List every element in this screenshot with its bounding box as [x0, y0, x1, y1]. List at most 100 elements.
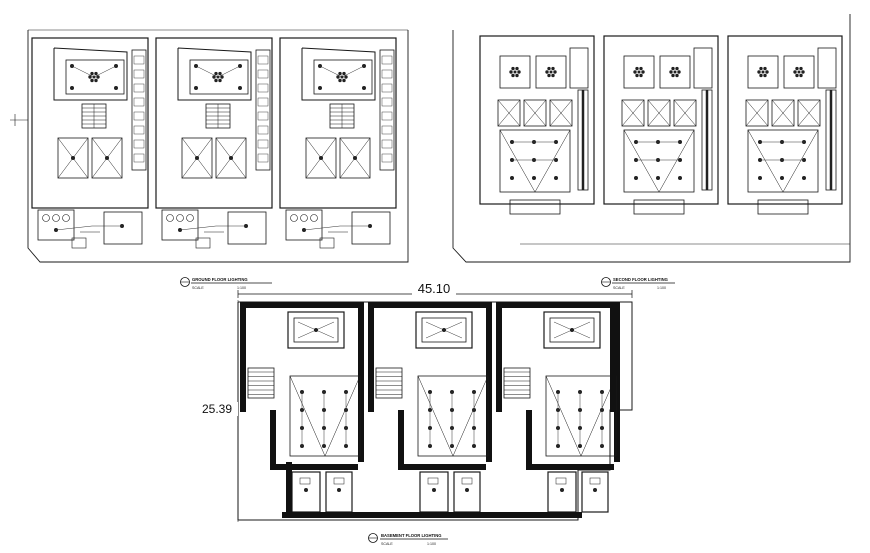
light-fixture-icon: [570, 328, 574, 332]
chandelier-icon: [545, 66, 557, 78]
cross-hatch-room: [797, 99, 821, 127]
wall-segment: [486, 302, 492, 462]
site-boundary: [27, 30, 409, 263]
utility-room: [581, 471, 609, 513]
tile-block: [133, 97, 145, 107]
dressing-room: [569, 47, 589, 89]
wall-segment: [398, 410, 404, 470]
basement-unit: [496, 302, 620, 513]
light-fixture-icon: [71, 156, 75, 160]
wall-segment: [496, 302, 620, 308]
light-fixture-icon: [362, 86, 366, 90]
living-room: [53, 47, 128, 101]
fixture-box: [427, 477, 439, 485]
entrance-steps: [319, 237, 335, 249]
ground-plan-title: GROUND FLOOR LIGHTING: [192, 277, 248, 282]
tile-block: [381, 153, 393, 163]
tile-block: [257, 83, 269, 93]
stair-well: [503, 367, 531, 399]
skylight-inner: [293, 317, 339, 343]
light-fixture-icon: [593, 488, 597, 492]
tile-block: [257, 69, 269, 79]
height-dimension: 25.39: [196, 300, 239, 522]
car-wheel-icon: [290, 214, 298, 222]
tile-block: [257, 153, 269, 163]
light-fixture-icon: [229, 156, 233, 160]
second-plan-scale-label: SCALE: [613, 286, 625, 290]
tile-block: [133, 55, 145, 65]
tile-block: [133, 83, 145, 93]
wall-segment: [286, 462, 292, 518]
skylight-inner: [549, 317, 595, 343]
tile-block: [133, 111, 145, 121]
wall-segment: [614, 302, 620, 462]
light-fixture-icon: [194, 86, 198, 90]
ground-plan-scale-label: SCALE: [192, 286, 204, 290]
second-unit: [479, 35, 595, 215]
balcony: [509, 199, 561, 215]
basement-unit: [240, 302, 364, 513]
entrance-steps: [195, 237, 211, 249]
wiring-line: [319, 65, 365, 78]
light-fixture-icon: [319, 156, 323, 160]
second-plan-title-block: SECOND FLOOR LIGHTING SCALE 1:100: [601, 277, 675, 290]
tile-block: [381, 111, 393, 121]
service-shaft: [379, 49, 395, 171]
wiring-line: [179, 225, 246, 231]
wall-segment: [282, 512, 582, 518]
height-dimension-label: 25.39: [202, 402, 232, 416]
living-room-inner: [313, 59, 373, 95]
chandelier-icon: [793, 66, 805, 78]
wiring-line: [71, 65, 117, 78]
second-plan-title: SECOND FLOOR LIGHTING: [613, 277, 668, 282]
car-wheel-icon: [52, 214, 60, 222]
bedroom-right: [535, 55, 567, 89]
living-room-inner: [189, 59, 249, 95]
bedroom-left: [623, 55, 655, 89]
fixture-box: [333, 477, 345, 485]
cross-hatch-room: [745, 99, 769, 127]
dressing-room: [817, 47, 837, 89]
wall-segment: [240, 302, 246, 412]
width-dimension-label: 45.10: [418, 281, 451, 296]
wall-segment: [610, 302, 616, 412]
tile-block: [381, 97, 393, 107]
tile-block: [381, 83, 393, 93]
light-fixture-icon: [802, 176, 806, 180]
fixture-box: [461, 477, 473, 485]
basement-plan-title-block: BASEMENT FLOOR LIGHTING SCALE 1:100: [368, 533, 448, 546]
light-fixture-icon: [314, 328, 318, 332]
basement-site-line: [237, 301, 633, 521]
service-shaft: [131, 49, 147, 171]
skylight-box: [543, 311, 601, 349]
tile-block: [257, 125, 269, 135]
light-fixture-icon: [195, 156, 199, 160]
ground-unit: [279, 37, 397, 249]
chandelier-icon: [212, 71, 224, 83]
wiring-line: [303, 225, 370, 231]
skylight-inner: [421, 317, 467, 343]
fixture-box: [299, 477, 311, 485]
light-fixture-icon: [105, 156, 109, 160]
car-wheel-icon: [176, 214, 184, 222]
light-fixture-icon: [337, 488, 341, 492]
balcony: [633, 199, 685, 215]
wall-segment: [240, 302, 364, 308]
cross-hatch-room: [621, 99, 645, 127]
car-wheel-icon: [166, 214, 174, 222]
tile-block: [381, 55, 393, 65]
chandelier-icon: [757, 66, 769, 78]
fixture-box: [555, 477, 567, 485]
tile-block: [381, 69, 393, 79]
garage-room: [103, 211, 143, 245]
basement-hall: [545, 375, 617, 457]
bedroom-left: [499, 55, 531, 89]
basement-plan-title: BASEMENT FLOOR LIGHTING: [381, 533, 441, 538]
ground-plan-title-block: GROUND FLOOR LIGHTING SCALE 1:100: [180, 277, 272, 290]
light-fixture-icon: [560, 488, 564, 492]
chandelier-icon: [669, 66, 681, 78]
garage-room: [351, 211, 391, 245]
ground-unit: [155, 37, 273, 249]
wall-segment: [368, 302, 492, 308]
